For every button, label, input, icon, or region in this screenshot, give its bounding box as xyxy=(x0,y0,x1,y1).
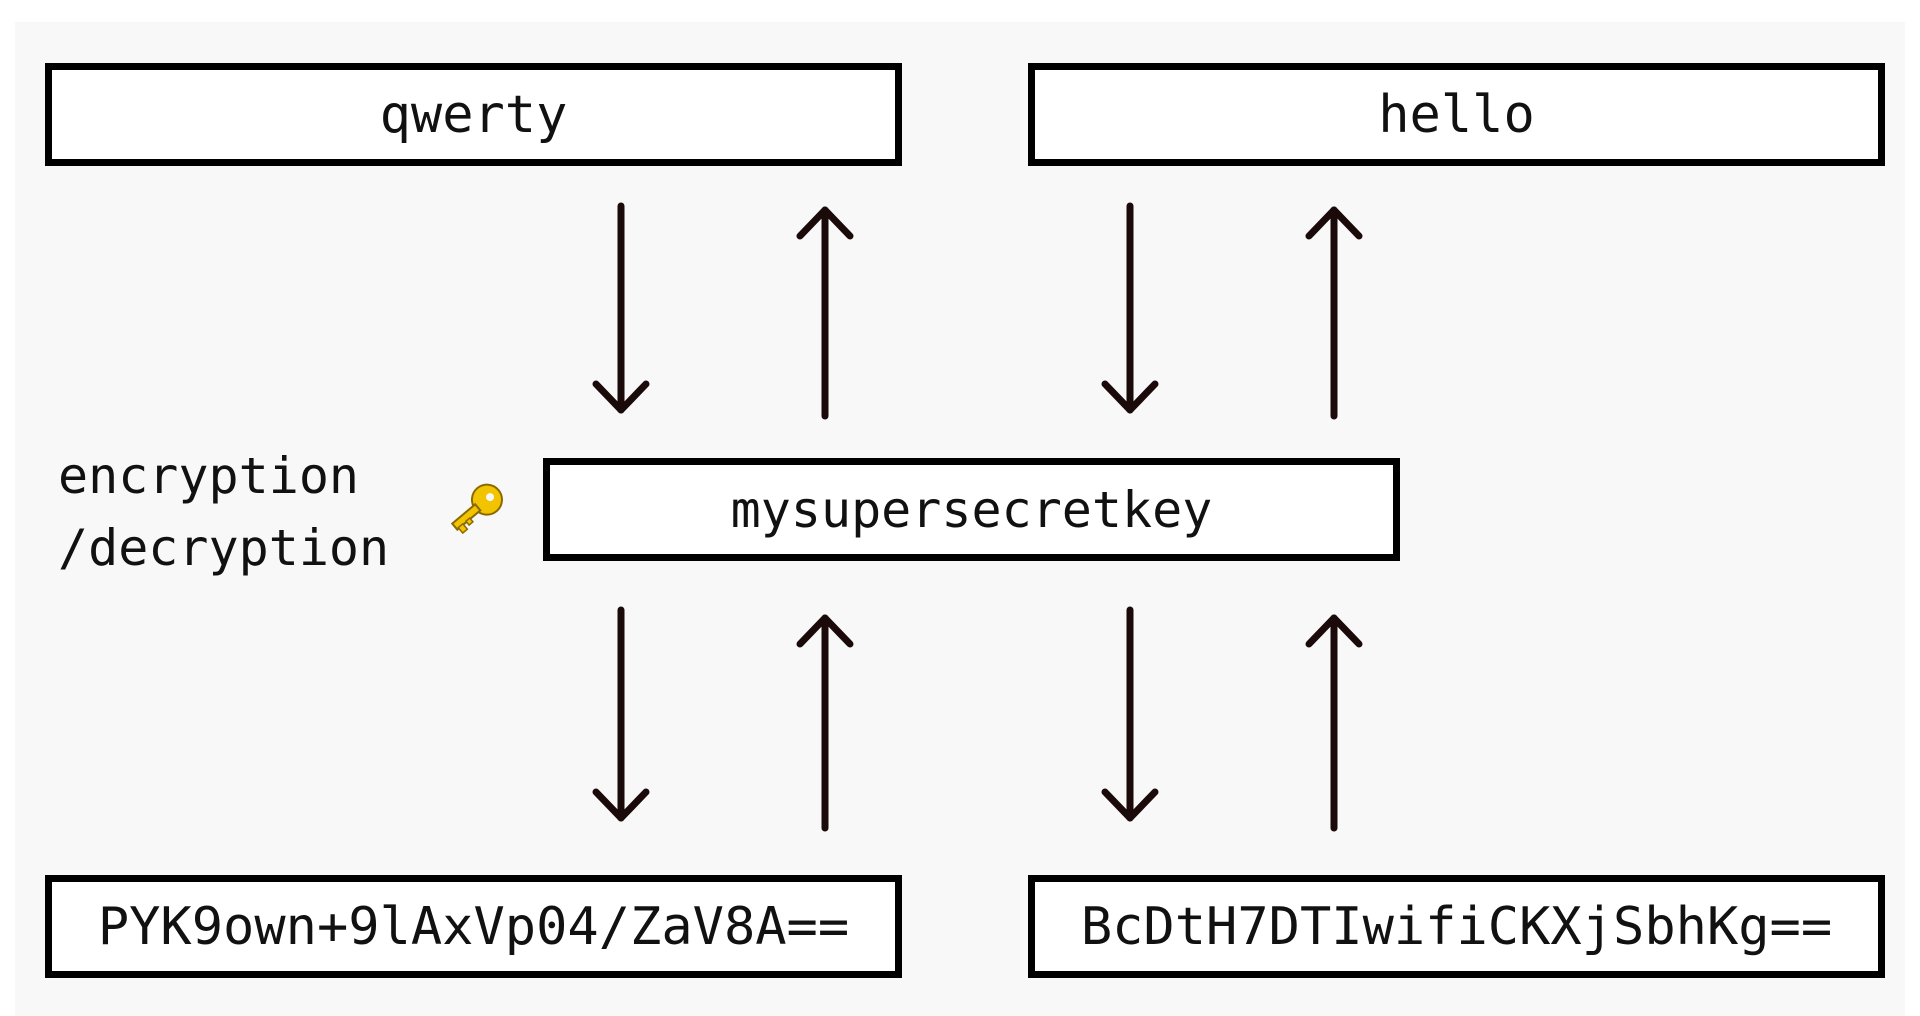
key-icon xyxy=(450,483,503,535)
key-label: encryption /decryption xyxy=(58,440,389,584)
ciphertext-box-right: BcDtH7DTIwifiCKXjSbhKg== xyxy=(1028,875,1885,978)
arrow-encrypt-bottom-right xyxy=(1101,606,1159,822)
key-label-line-1: encryption xyxy=(58,447,360,505)
ciphertext-right-text: BcDtH7DTIwifiCKXjSbhKg== xyxy=(1080,896,1833,957)
arrow-encrypt-top-left xyxy=(592,202,650,414)
plaintext-right-text: hello xyxy=(1378,84,1535,145)
key-text: mysupersecretkey xyxy=(730,480,1213,539)
arrow-decrypt-bottom-left xyxy=(796,614,854,832)
ciphertext-left-text: PYK9own+9lAxVp04/ZaV8A== xyxy=(97,896,850,957)
arrow-decrypt-top-right xyxy=(1305,206,1363,420)
arrow-decrypt-bottom-right xyxy=(1305,614,1363,832)
arrow-decrypt-top-left xyxy=(796,206,854,420)
key-label-line-2: /decryption xyxy=(58,519,390,577)
ciphertext-box-left: PYK9own+9lAxVp04/ZaV8A== xyxy=(45,875,902,978)
plaintext-box-right: hello xyxy=(1028,63,1885,166)
plaintext-left-text: qwerty xyxy=(379,84,568,145)
plaintext-box-left: qwerty xyxy=(45,63,902,166)
key-box: mysupersecretkey xyxy=(543,458,1400,561)
arrow-encrypt-bottom-left xyxy=(592,606,650,822)
arrow-encrypt-top-right xyxy=(1101,202,1159,414)
